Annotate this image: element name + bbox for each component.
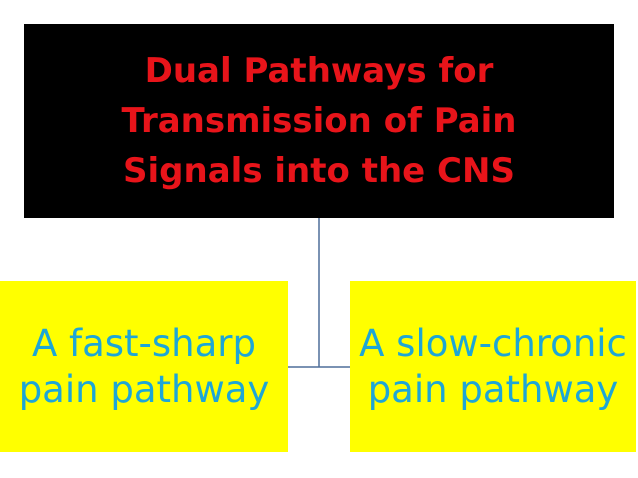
slow-pathway-label: A slow-chronic pain pathway: [359, 321, 627, 411]
fast-pathway-label: A fast-sharp pain pathway: [18, 321, 270, 411]
fast-pathway-box: A fast-sharp pain pathway: [0, 281, 288, 452]
slow-pathway-box: A slow-chronic pain pathway: [350, 281, 636, 452]
title-box: Dual Pathways for Transmission of Pain S…: [24, 24, 614, 218]
diagram-title: Dual Pathways for Transmission of Pain S…: [121, 51, 517, 191]
